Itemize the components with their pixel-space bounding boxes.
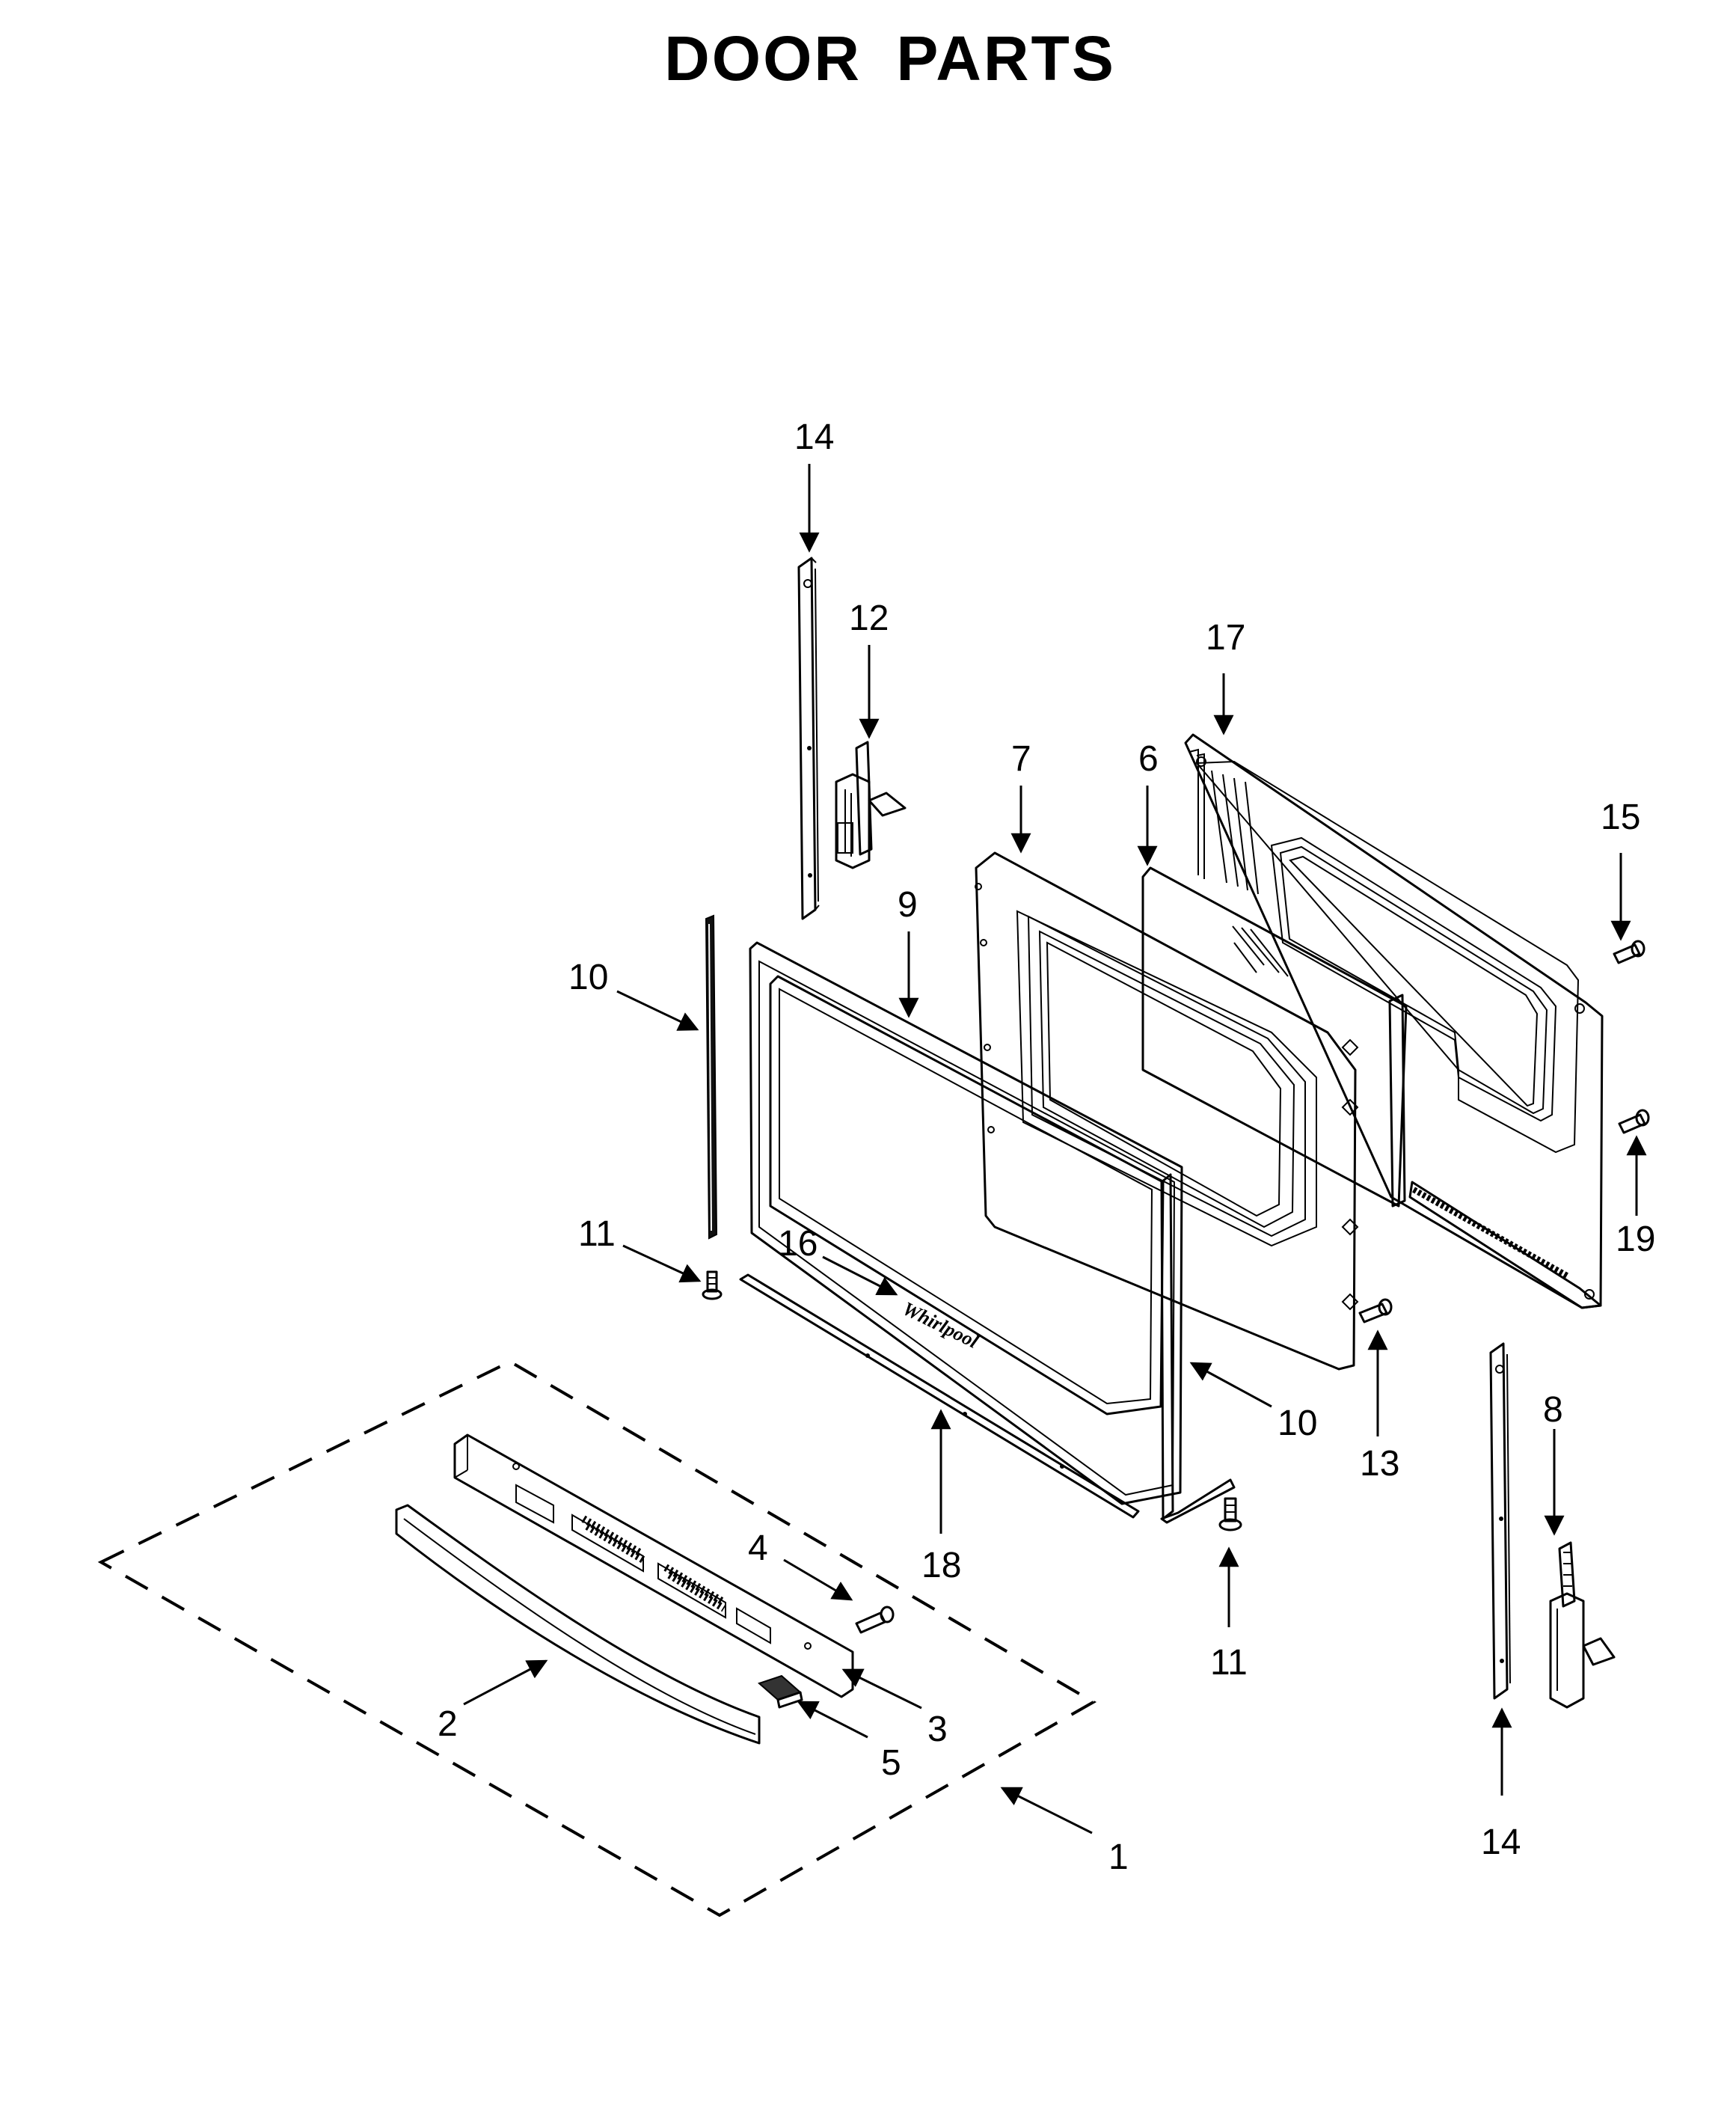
callout-label-13: 13	[1360, 1444, 1399, 1484]
callout-label-3: 3	[927, 1710, 948, 1749]
callout-label-16: 16	[778, 1224, 818, 1264]
door-hinge-right	[1549, 1541, 1616, 1709]
screw-handle	[855, 1606, 895, 1634]
inner-door-liner	[1184, 733, 1604, 1309]
inner-door-frame	[975, 851, 1359, 1371]
handle-assembly-outline	[97, 1359, 1097, 1918]
door-side-trim-right	[1160, 1173, 1236, 1524]
screw-inner-frame	[1358, 1298, 1393, 1323]
screw-right	[1218, 1497, 1242, 1531]
callout-label-9: 9	[898, 885, 918, 925]
callout-label-14-bottom: 14	[1481, 1823, 1521, 1862]
callout-label-5: 5	[881, 1743, 901, 1783]
screw-liner-top	[1613, 940, 1645, 964]
handle-end-cap	[758, 1674, 803, 1709]
hinge-receptacle-left	[797, 557, 820, 920]
screw-liner-bottom	[1618, 1109, 1650, 1134]
screw-left	[702, 1270, 723, 1300]
callout-label-18: 18	[921, 1546, 961, 1585]
door-hinge-left	[835, 741, 907, 869]
callout-label-15: 15	[1601, 798, 1640, 837]
door-side-trim-left	[705, 914, 718, 1240]
page-title: DOOR PARTS	[664, 23, 1116, 94]
hinge-receptacle-right	[1489, 1342, 1511, 1700]
callout-label-2: 2	[438, 1704, 458, 1744]
callout-label-11-left: 11	[578, 1214, 616, 1254]
callout-label-7: 7	[1011, 739, 1031, 779]
door-glass	[1141, 866, 1408, 1208]
callout-label-8: 8	[1543, 1390, 1563, 1430]
callout-label-1: 1	[1108, 1837, 1129, 1877]
callout-labels: 14 12 17 7 6 15 9 10 19 11 16 10 13 8 18…	[438, 417, 1655, 1877]
callout-label-14-top: 14	[794, 417, 834, 457]
callout-label-6: 6	[1138, 739, 1159, 779]
callout-label-12: 12	[849, 599, 889, 638]
callout-label-17: 17	[1206, 618, 1245, 658]
callout-label-19: 19	[1616, 1219, 1655, 1259]
callout-label-11-right: 11	[1210, 1643, 1248, 1683]
callout-label-10-right: 10	[1278, 1404, 1317, 1443]
handle-bar-body	[453, 1433, 854, 1698]
whirlpool-logo: Whirlpool	[899, 1297, 982, 1353]
callout-arrows	[463, 464, 1647, 1834]
door-handle	[395, 1504, 761, 1745]
callout-label-4: 4	[748, 1528, 768, 1568]
callout-label-10-left: 10	[568, 958, 608, 997]
